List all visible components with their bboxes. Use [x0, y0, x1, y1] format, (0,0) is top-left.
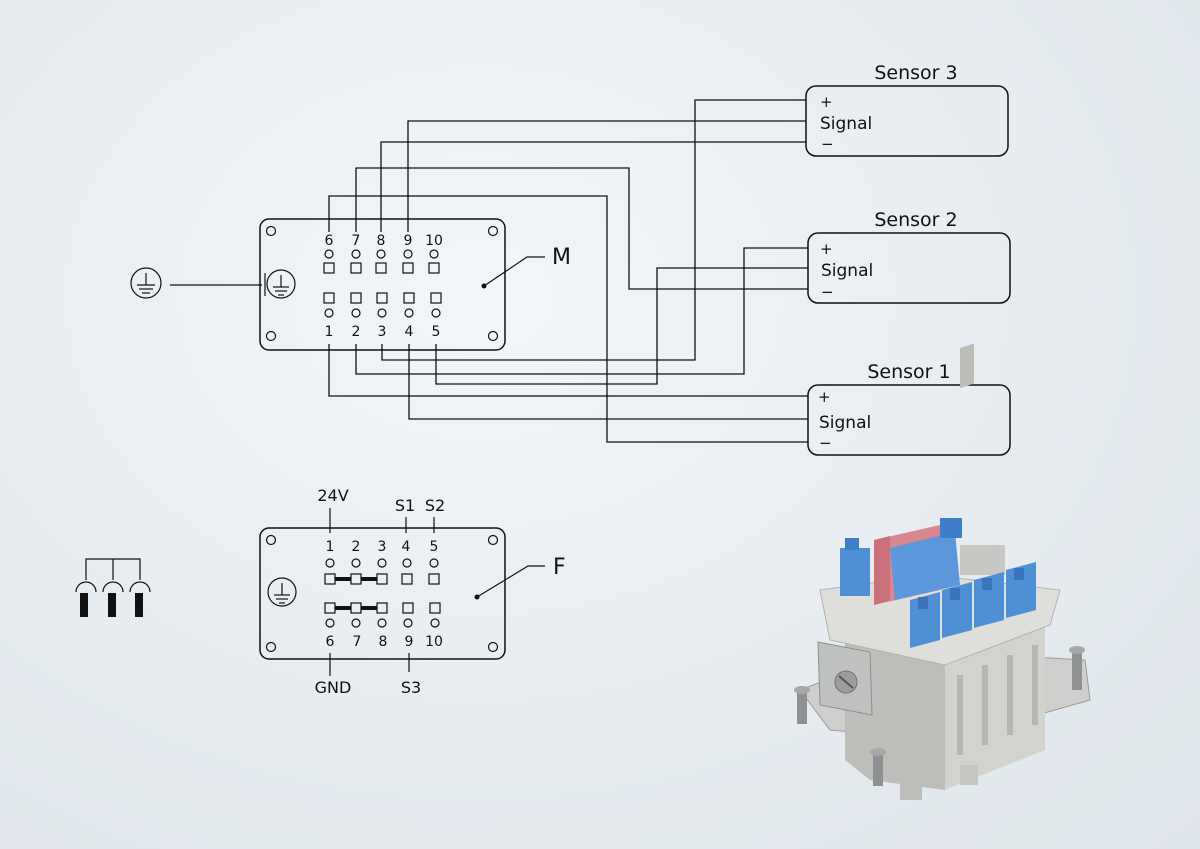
m-bottom-pins: [323, 292, 442, 318]
f-pin-label: 8: [379, 634, 388, 650]
screw-icon: [794, 646, 1085, 786]
f-pin-label: 5: [430, 539, 439, 555]
wire-pin7-sensor2-minus: [355, 167, 808, 290]
f-pin-label: 2: [352, 539, 361, 555]
sensor-3-title: Sensor 3: [874, 62, 957, 84]
wire-pin3-sensor3-plus: [381, 99, 806, 361]
earth-terminal-icon: [264, 269, 296, 299]
sensor-1: Sensor 1 + Signal −: [807, 361, 1011, 456]
m-pin-label: 2: [352, 324, 361, 340]
earth-terminal-icon: [267, 577, 297, 607]
m-pin-label: 3: [378, 324, 387, 340]
sensor-3-plus: +: [820, 93, 833, 111]
connector-m-label: M: [552, 245, 571, 270]
f-pin-label: 4: [402, 539, 411, 555]
wires: [170, 99, 808, 443]
m-pin-label: 7: [352, 233, 361, 249]
sensor-3: Sensor 3 + Signal −: [805, 62, 1009, 157]
sensor-2-title: Sensor 2: [874, 209, 957, 231]
sensor-1-minus: −: [819, 434, 832, 452]
f-pin-label: 7: [353, 634, 362, 650]
connector-insert-illustration: [794, 343, 1091, 800]
m-pin-label: 10: [425, 233, 443, 249]
f-label-s1: S1: [395, 496, 415, 515]
m-top-pins: [323, 249, 440, 274]
f-pin-label: 1: [326, 539, 335, 555]
f-pin-label: 9: [405, 634, 414, 650]
sensor-2: Sensor 2 + Signal −: [807, 209, 1011, 304]
f-pin-label: 6: [326, 634, 335, 650]
f-pin-label: 10: [425, 634, 443, 650]
wire-pin6-sensor1-minus: [328, 195, 808, 443]
protective-earth-icon: [130, 267, 162, 299]
connector-f-label: F: [553, 555, 566, 580]
wire-pin9-sensor3-signal: [407, 120, 806, 232]
wire-pin2-sensor2-plus: [355, 247, 808, 375]
sensor-3-minus: −: [821, 135, 834, 153]
f-bottom-pins: [324, 602, 441, 628]
m-pin-label: 1: [325, 324, 334, 340]
m-pin-label: 9: [404, 233, 413, 249]
f-top-pins: [324, 558, 440, 585]
wire-pin4-sensor1-signal: [408, 344, 808, 420]
sensor-1-title: Sensor 1: [867, 361, 950, 383]
m-pin-label: 6: [325, 233, 334, 249]
sensor-2-signal: Signal: [821, 261, 873, 281]
sensor-1-plus: +: [818, 388, 831, 406]
connector-m: 6 7 8 9 10 1 2 3 4 5 M: [259, 218, 571, 351]
sensor-3-signal: Signal: [820, 114, 872, 134]
m-pin-label: 4: [405, 324, 414, 340]
sensor-2-minus: −: [821, 283, 834, 301]
wire-pin8-sensor3-minus: [380, 141, 806, 232]
bridge-jumper-icon: [75, 558, 151, 617]
f-label-24v: 24V: [317, 486, 348, 505]
connector-f: 24V S1 S2 1 2 3 4 5 6: [259, 486, 566, 697]
f-pin-label: 3: [378, 539, 387, 555]
f-label-s3: S3: [401, 678, 421, 697]
m-pin-label: 5: [432, 324, 441, 340]
sensor-2-plus: +: [820, 240, 833, 258]
f-label-gnd: GND: [315, 678, 352, 697]
wire-pin5-sensor2-signal: [435, 267, 808, 385]
m-pin-label: 8: [377, 233, 386, 249]
wire-pin1-sensor1-plus: [328, 344, 808, 397]
f-label-s2: S2: [425, 496, 445, 515]
sensor-1-signal: Signal: [819, 413, 871, 433]
